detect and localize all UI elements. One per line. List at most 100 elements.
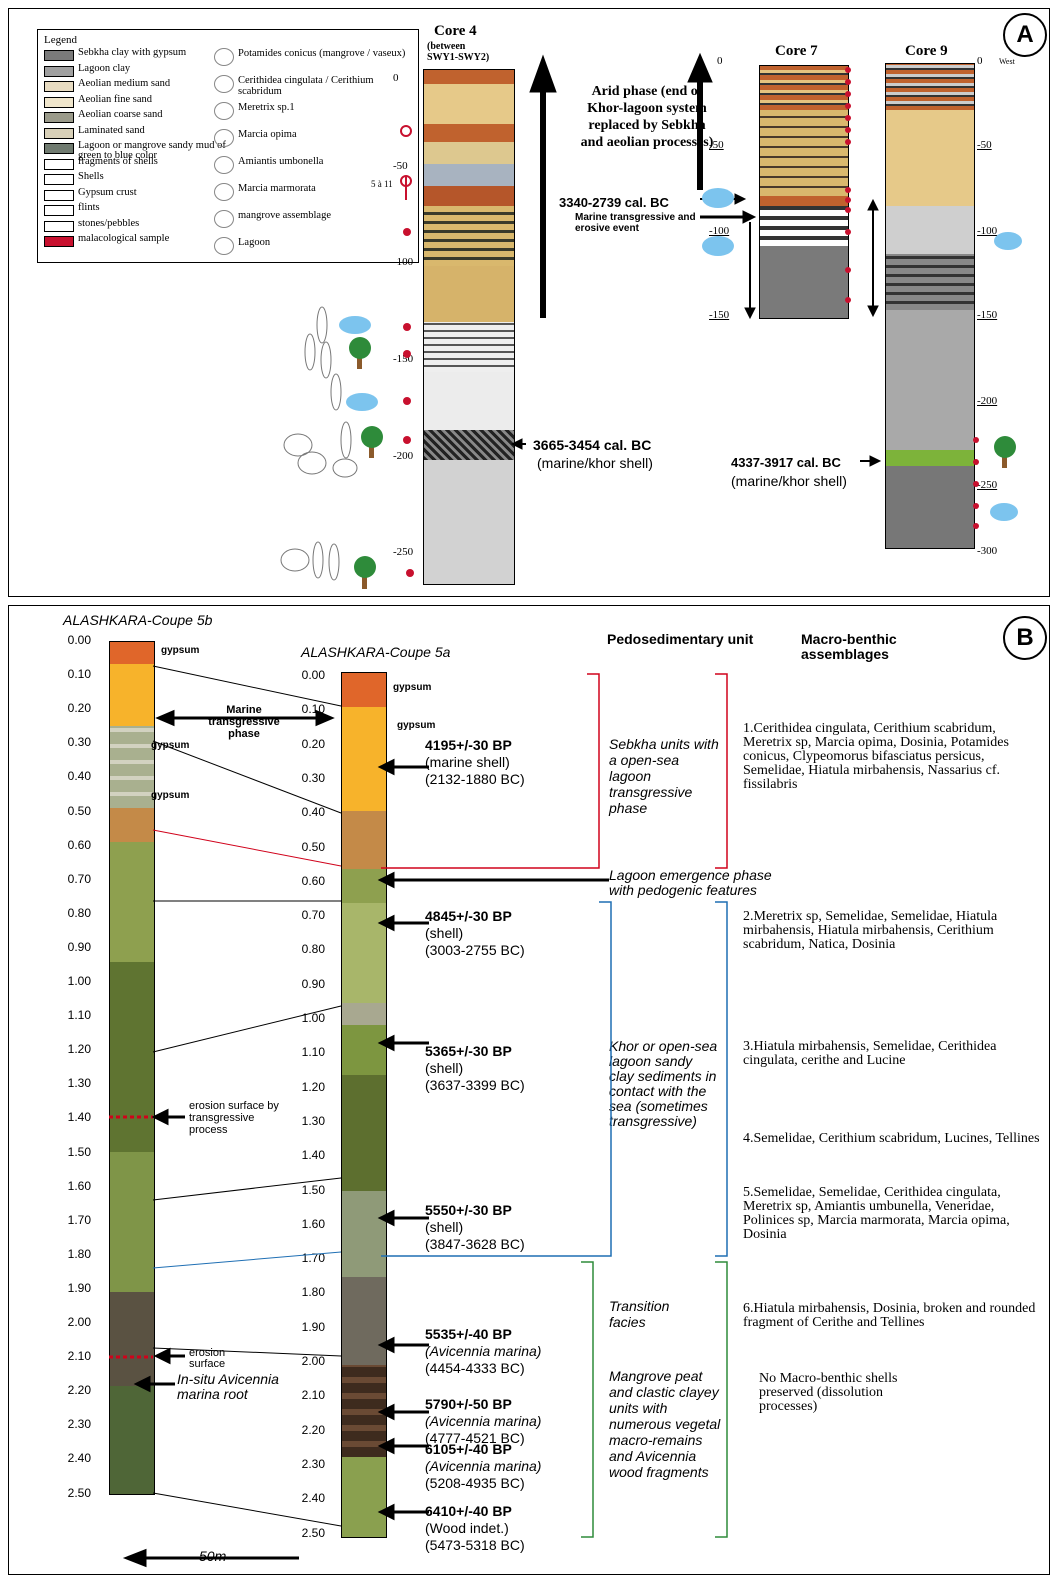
assemblage-item: 3.Hiatula mirbahensis, Semelidae, Cerith…: [743, 1039, 997, 1068]
insitu-avicennia-label: In-situ Avicennia marina root: [177, 1371, 279, 1402]
arid-phase-text: Arid phase (end of Khor-lagoon system re…: [580, 84, 714, 150]
core4-layer-5: [424, 164, 514, 186]
coupe5a-depth-tick: 0.90: [301, 976, 325, 991]
coupe5b-depth-tick: 1.90: [67, 1280, 91, 1295]
legend-swatch: [44, 205, 74, 216]
core4-title: Core 4: [434, 23, 477, 39]
legend-label: Meretrix sp.1: [238, 102, 295, 113]
unit-emergence: Lagoon emergence phase with pedogenic fe…: [609, 867, 772, 898]
coupe5a-depth-tick: 2.20: [301, 1422, 325, 1437]
legend-label: Potamides conicus (mangrove / vaseux): [238, 48, 406, 59]
coupe5b-depth-tick: 0.40: [67, 769, 91, 784]
coupe5b-depth-tick: 0.60: [67, 837, 91, 852]
coupe5b-depth-tick: 1.40: [67, 1110, 91, 1125]
core9-date: 4337-3917 cal. BC: [731, 455, 841, 470]
gypsum-label-5b-1: gypsum: [161, 645, 200, 656]
coupe5a-depth-tick: 2.10: [301, 1388, 325, 1403]
core7-lagoon: [760, 246, 848, 318]
coupe5b-depth-tick: 1.70: [67, 1212, 91, 1227]
date-material: (Avicennia marina): [425, 1413, 542, 1429]
core4-layer-22: [424, 430, 514, 460]
coupe5a-depth-tick: 1.50: [301, 1182, 325, 1197]
coupe5a-depth-tick: 0.70: [301, 908, 325, 923]
core9-depth-label: -50: [977, 139, 992, 151]
assemblage-item: No Macro-benthic shells preserved (disso…: [759, 1371, 898, 1414]
date-material: (Wood indet.): [425, 1520, 509, 1536]
core9-bottom: [886, 466, 974, 548]
coupe5a-depth-tick: 0.80: [301, 942, 325, 957]
core4-subtitle: (between SWY1-SWY2): [427, 41, 490, 63]
legend-label: mangrove assemblage: [238, 210, 332, 221]
panel-b: B ALASHKARA-Coupe 5b ALASHKARA-Coupe 5a …: [8, 605, 1050, 1575]
legend-shell-icon: [214, 129, 234, 147]
legend-swatch: [44, 174, 74, 185]
coupe5b-title: ALASHKARA-Coupe 5b: [63, 612, 213, 628]
coupe5b-gypsum-top: [110, 642, 154, 664]
date-material: (shell): [425, 925, 464, 941]
date-cal: (5473-5318 BC): [425, 1537, 525, 1553]
legend-label: Cerithidea cingulata / Cerithium scabrid…: [238, 75, 374, 97]
core7-depth-label: -100: [709, 225, 730, 237]
coupe5a-depth-tick: 0.30: [301, 770, 325, 785]
panel-b-badge: B: [1003, 616, 1047, 660]
legend-swatch: [44, 220, 74, 232]
assemblage-item: 1.Cerithidea cingulata, Cerithium scabri…: [743, 721, 1009, 792]
core4-layer-12: [424, 186, 514, 206]
coupe5b-depth-tick: 2.40: [67, 1451, 91, 1466]
coupe5a-gypsum-top: [342, 673, 386, 707]
legend-label: stones/pebbles: [78, 217, 140, 229]
coupe5a-depth-tick: 1.90: [301, 1319, 325, 1334]
coupe5b-depth-tick: 0.80: [67, 905, 91, 920]
assemblage-item: 4.Semelidae, Cerithium scabridum, Lucine…: [743, 1131, 1040, 1146]
date-bp: 4195+/-30 BP: [425, 737, 512, 753]
coupe5a-pebbles: [342, 1003, 386, 1025]
core9-depth-label: -200: [977, 395, 998, 407]
coupe5a-depth-tick: 2.30: [301, 1456, 325, 1471]
date-bp: 4845+/-30 BP: [425, 908, 512, 924]
coupe5b-green-1: [110, 842, 154, 962]
legend-shell-icon: [214, 210, 234, 228]
coupe5b-depth-tick: 2.20: [67, 1383, 91, 1398]
legend-label: Marcia marmorata: [238, 183, 316, 194]
coupe5a-depth-tick: 1.10: [301, 1045, 325, 1060]
coupe5b-depth-tick: 0.70: [67, 871, 91, 886]
legend-label: Laminated sand: [78, 124, 145, 136]
date-bp: 5790+/-50 BP: [425, 1396, 512, 1412]
legend-label: Aeolian fine sand: [78, 93, 153, 105]
date-bp: 6410+/-40 BP: [425, 1503, 512, 1519]
core4-column: [423, 69, 515, 585]
coupe5a-orange: [342, 707, 386, 811]
core9-laminated: [886, 254, 974, 310]
coupe5b-depth-tick: 1.00: [67, 974, 91, 988]
legend-label: Gypsum crust: [78, 186, 137, 198]
date-material: (Avicennia marina): [425, 1343, 542, 1359]
panel-a-badge: A: [1003, 13, 1047, 57]
coupe5a-brown: [342, 811, 386, 869]
coupe5a-column: [341, 672, 387, 1538]
legend-shell-icon: [214, 237, 234, 255]
coupe5b-green-2: [110, 962, 154, 1152]
coupe5b-depth-tick: 2.50: [67, 1485, 91, 1500]
core9-sand: [886, 110, 974, 206]
erosion-surface-transgressive: erosion surface by transgressive process: [189, 1100, 279, 1136]
date-cal: (3847-3628 BC): [425, 1236, 525, 1252]
unit-transition: Transition facies: [609, 1298, 670, 1330]
unit-sebkha: Sebkha units with a open-sea lagoon tran…: [609, 736, 719, 816]
legend-swatch: [44, 127, 74, 139]
coupe5a-depth-tick: 1.40: [301, 1148, 325, 1163]
core4-layer-18: [424, 266, 514, 322]
core7-laminated: [760, 110, 848, 196]
core4-depth-label: -100: [393, 256, 414, 268]
coupe5a-depth-tick: 1.30: [301, 1113, 325, 1128]
panel-b-lines: [109, 665, 728, 1568]
core4-layer-21: [424, 372, 514, 430]
core7-event: Marine transgressive and erosive event: [575, 212, 696, 234]
core7-shells: [760, 206, 848, 246]
legend-label: Lagoon: [238, 237, 271, 248]
coupe5b-depth-tick: 0.00: [67, 633, 91, 647]
core4-layer-4: [424, 142, 514, 164]
legend-shell-icon: [214, 156, 234, 174]
coupe5b-depth-tick: 2.00: [67, 1315, 91, 1329]
core7-sebkha: [760, 66, 848, 110]
